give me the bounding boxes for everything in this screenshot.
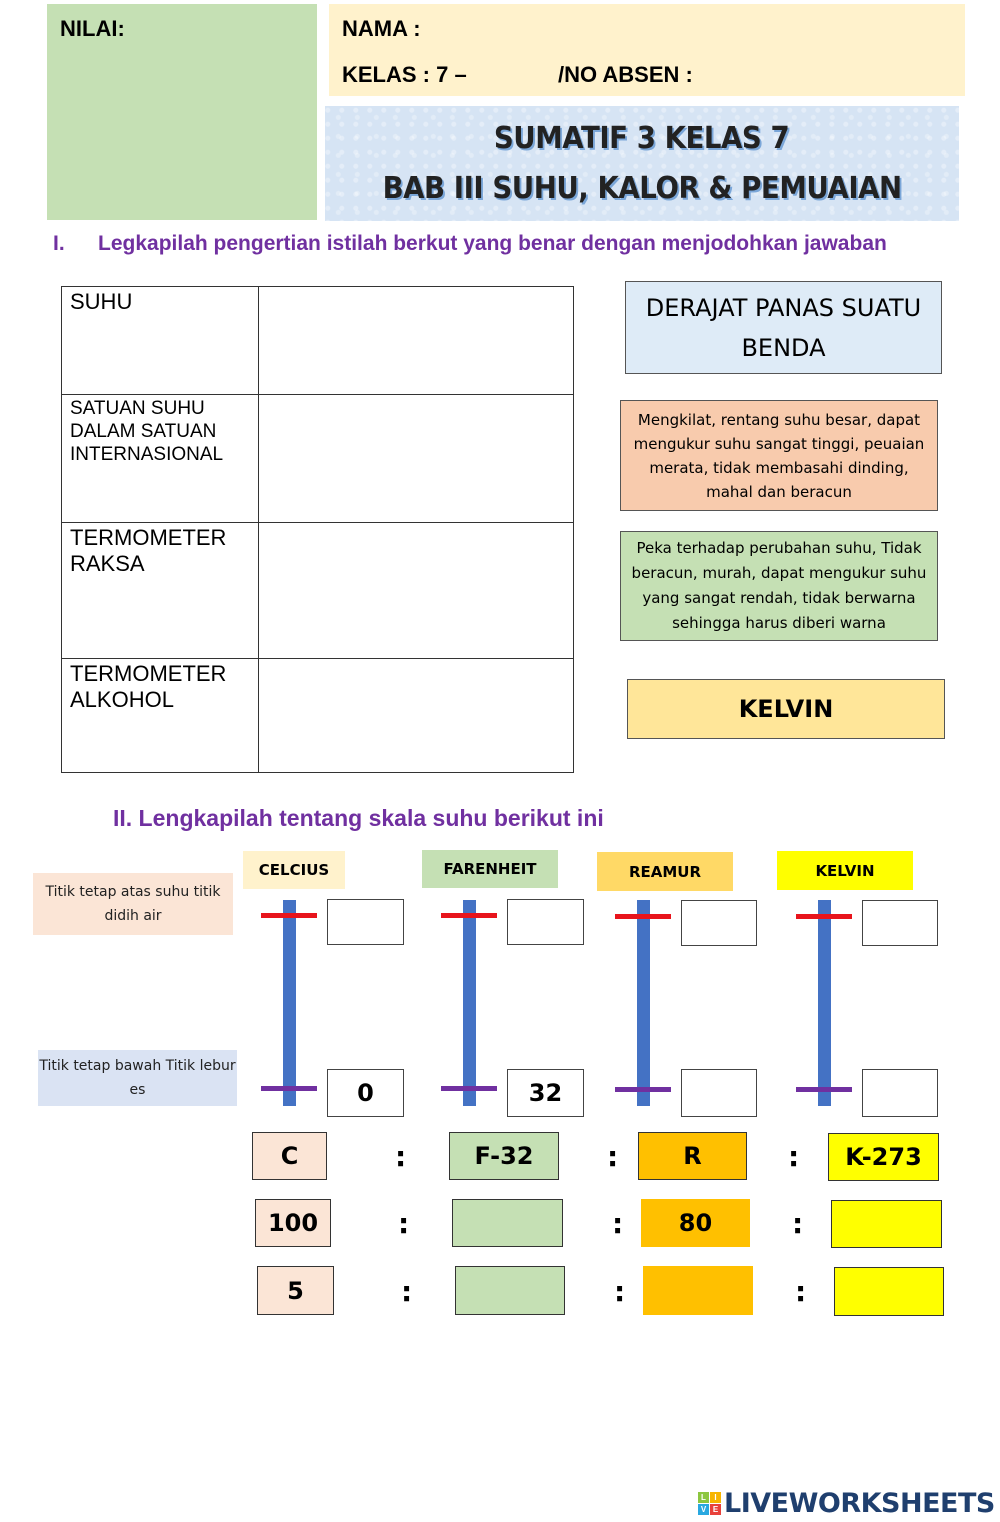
student-info-box: NAMA : KELAS : 7 – /NO ABSEN :	[329, 4, 965, 96]
answer-drop-zone[interactable]	[257, 286, 575, 395]
liveworksheets-logo: L I V E LIVEWORKSHEETS	[698, 1488, 995, 1519]
answer-card-termometer-alkohol[interactable]: Peka terhadap perubahan suhu, Tidak bera…	[620, 531, 938, 641]
answer-drop-zone[interactable]	[257, 394, 575, 523]
term-cell: SUHU	[61, 286, 259, 395]
matching-table: SUHU SATUAN SUHU DALAM SATUAN INTERNASIO…	[61, 286, 575, 773]
note-lower-fixed-point: Titik tetap bawah Titik lebur es	[38, 1050, 237, 1106]
lower-tick-icon	[261, 1086, 317, 1091]
answer-drop-zone[interactable]	[257, 658, 575, 773]
table-row: SUHU	[61, 286, 575, 395]
section-1-heading: Legkapilah pengertian istilah berkut yan…	[98, 232, 887, 255]
kelvin-freezing-input[interactable]	[862, 1069, 938, 1117]
title-line-1: SUMATIF 3 KELAS 7	[494, 120, 790, 156]
table-row: SATUAN SUHU DALAM SATUAN INTERNASIONAL	[61, 394, 575, 523]
term-cell: TERMOMETER ALKOHOL	[61, 658, 259, 773]
reamur-boiling-input[interactable]	[681, 900, 757, 946]
lower-tick-icon	[615, 1087, 671, 1092]
note-upper-fixed-point: Titik tetap atas suhu titik didih air	[33, 873, 233, 935]
ratio-separator: :	[398, 1207, 410, 1240]
lower-tick-icon	[441, 1086, 497, 1091]
ratio-separator: :	[607, 1140, 619, 1173]
nilai-box: NILAI:	[47, 4, 317, 220]
thermometer-farenheit-icon	[463, 900, 476, 1106]
kelas-label: KELAS : 7 –	[342, 62, 467, 87]
upper-tick-icon	[796, 914, 852, 919]
nama-label: NAMA :	[342, 16, 421, 41]
thermometer-kelvin-icon	[818, 900, 831, 1106]
term-cell: SATUAN SUHU DALAM SATUAN INTERNASIONAL	[61, 394, 259, 523]
scale-label-celcius: CELCIUS	[243, 851, 345, 889]
title-line-2: BAB III SUHU, KALOR & PEMUAIAN	[382, 170, 902, 206]
ratio-separator: :	[795, 1275, 807, 1308]
reamur-freezing-input[interactable]	[681, 1069, 757, 1117]
farenheit-freezing-value: 32	[507, 1069, 584, 1117]
celcius-boiling-input[interactable]	[327, 899, 404, 945]
table-row: TERMOMETER ALKOHOL	[61, 658, 575, 773]
ratio-separator: :	[792, 1207, 804, 1240]
ratio-celcius-simplified: 5	[257, 1266, 334, 1315]
section-2-heading: II. Lengkapilah tentang skala suhu berik…	[113, 805, 604, 831]
table-row: TERMOMETER RAKSA	[61, 522, 575, 659]
answer-card-derajat-panas[interactable]: DERAJAT PANAS SUATU BENDA	[625, 281, 942, 374]
ratio-separator: :	[395, 1140, 407, 1173]
section-1-number: I.	[53, 232, 65, 255]
ratio-farenheit-range-input[interactable]	[452, 1199, 563, 1247]
ratio-farenheit-simplified-input[interactable]	[455, 1266, 565, 1315]
scale-label-kelvin: KELVIN	[777, 851, 913, 890]
worksheet-title: SUMATIF 3 KELAS 7 BAB III SUHU, KALOR & …	[325, 106, 959, 221]
thermometer-reamur-icon	[637, 900, 650, 1106]
answer-card-kelvin[interactable]: KELVIN	[627, 679, 945, 739]
ratio-reamur-simplified-input[interactable]	[643, 1266, 753, 1315]
upper-tick-icon	[441, 913, 497, 918]
thermometer-celcius-icon	[283, 900, 296, 1106]
farenheit-boiling-input[interactable]	[507, 899, 584, 945]
ratio-separator: :	[788, 1140, 800, 1173]
ratio-celcius-range: 100	[255, 1199, 331, 1247]
scale-label-reamur: REAMUR	[597, 852, 733, 891]
logo-text: LIVEWORKSHEETS	[724, 1488, 995, 1519]
ratio-celcius-formula: C	[252, 1132, 327, 1180]
upper-tick-icon	[261, 913, 317, 918]
ratio-kelvin-formula: K-273	[828, 1133, 939, 1181]
liveworksheets-icon: L I V E	[698, 1492, 721, 1515]
kelvin-boiling-input[interactable]	[862, 900, 938, 946]
lower-tick-icon	[796, 1087, 852, 1092]
nilai-label: NILAI:	[60, 16, 125, 41]
term-cell: TERMOMETER RAKSA	[61, 522, 259, 659]
absen-label: /NO ABSEN :	[558, 62, 693, 87]
ratio-reamur-range: 80	[641, 1199, 750, 1247]
ratio-separator: :	[614, 1275, 626, 1308]
ratio-separator: :	[401, 1275, 413, 1308]
answer-card-termometer-raksa[interactable]: Mengkilat, rentang suhu besar, dapat men…	[620, 400, 938, 511]
ratio-farenheit-formula: F-32	[449, 1132, 559, 1180]
upper-tick-icon	[615, 914, 671, 919]
ratio-kelvin-simplified-input[interactable]	[834, 1267, 944, 1316]
ratio-reamur-formula: R	[638, 1132, 747, 1180]
ratio-kelvin-range-input[interactable]	[831, 1200, 942, 1248]
celcius-freezing-value: 0	[327, 1069, 404, 1117]
ratio-separator: :	[612, 1207, 624, 1240]
scale-label-farenheit: FARENHEIT	[422, 850, 558, 888]
answer-drop-zone[interactable]	[257, 522, 575, 659]
